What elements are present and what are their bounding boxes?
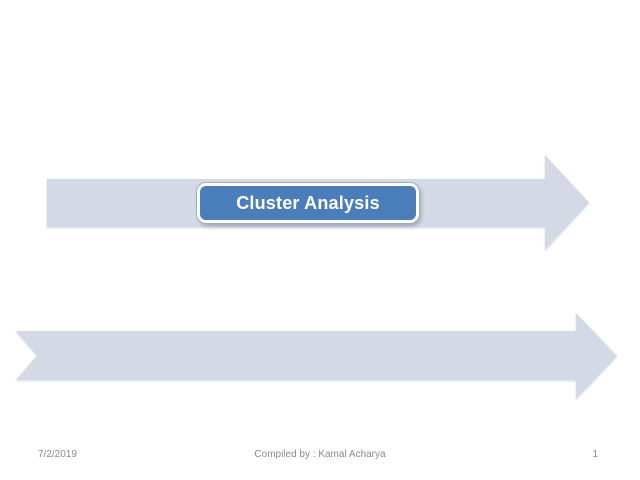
footer-page-number: 1 — [592, 449, 598, 460]
notched-right-arrow-polygon-bottom — [16, 313, 617, 399]
notched-right-arrow-shape-bottom — [16, 313, 617, 399]
footer-date: 7/2/2019 — [38, 449, 77, 460]
footer-credit: Compiled by : Kamal Acharya — [254, 449, 386, 460]
slide-title: Cluster Analysis — [236, 192, 380, 213]
title-box: Cluster Analysis — [197, 183, 419, 223]
slide-footer: 7/2/2019 Compiled by : Kamal Acharya 1 — [0, 447, 640, 463]
